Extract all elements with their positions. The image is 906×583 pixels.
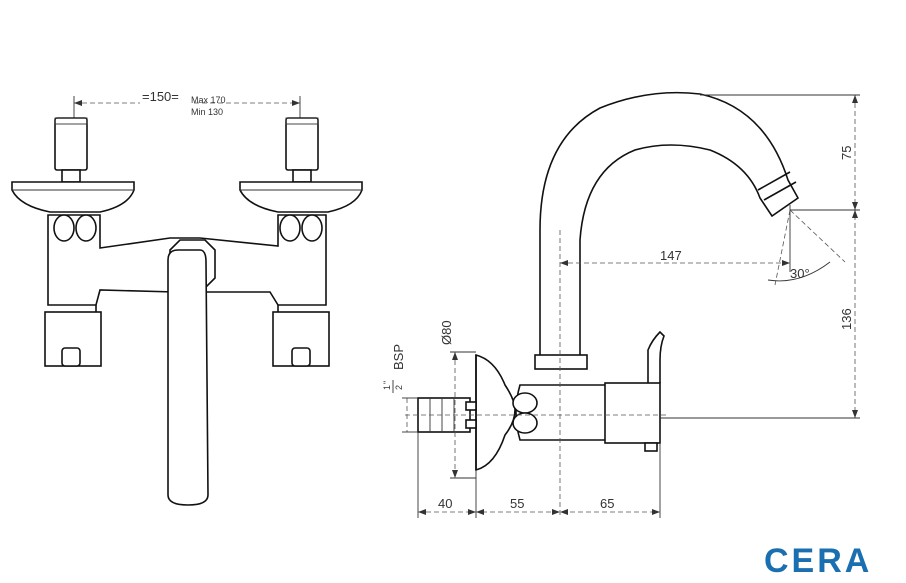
angle-label: 30° xyxy=(790,266,810,281)
dim-136-label: 136 xyxy=(839,308,854,330)
bsp-inch-mark: " xyxy=(382,381,392,384)
bsp-label: BSP xyxy=(391,344,406,370)
bsp-fraction-den: 2 xyxy=(394,385,404,390)
side-view: 75 136 147 30° Ø80 BSP 1 " 2 xyxy=(382,91,860,518)
spacing-arrow-right xyxy=(292,100,300,106)
angle-ray-b xyxy=(789,209,846,263)
left-nut-b xyxy=(75,214,97,242)
right-nut-b xyxy=(301,214,323,242)
front-spout xyxy=(167,249,209,506)
right-handle-cap xyxy=(285,117,319,125)
dim-40-label: 40 xyxy=(438,496,452,511)
right-inlet-tab xyxy=(291,347,311,367)
inlet-ring-a xyxy=(465,401,477,411)
side-nut-b xyxy=(512,412,538,434)
dim-147-label: 147 xyxy=(660,248,682,263)
spout-tip-band-a xyxy=(757,171,791,191)
left-handle-cap xyxy=(54,117,88,125)
dim-55-label: 55 xyxy=(510,496,524,511)
left-inlet-tab xyxy=(61,347,81,367)
brand-logo: CERA xyxy=(764,542,872,580)
angle-ray-a xyxy=(774,209,791,286)
left-nut-a xyxy=(53,214,75,242)
side-nut-a xyxy=(512,392,538,414)
wall-flange xyxy=(475,353,516,472)
spacing-label: =150= xyxy=(142,89,179,104)
side-lever xyxy=(647,330,665,383)
side-handle-block xyxy=(604,382,661,444)
left-handle-stem xyxy=(61,169,81,183)
right-nut-a xyxy=(279,214,301,242)
dim-75-label: 75 xyxy=(839,146,854,160)
right-flange xyxy=(239,181,363,213)
inlet-ring-b xyxy=(465,419,477,429)
side-handle-foot xyxy=(644,442,658,452)
right-handle xyxy=(285,117,319,171)
bsp-fraction-num: 1 xyxy=(382,385,392,390)
front-view: =150= Max 170 Min 130 xyxy=(11,88,363,506)
spout-collar xyxy=(534,354,588,370)
spout-tip-band-b xyxy=(763,181,797,201)
angle-arc xyxy=(767,261,831,282)
spacing-max-label: Max 170 xyxy=(191,95,226,105)
left-flange xyxy=(11,181,135,213)
left-handle xyxy=(54,117,88,171)
spacing-arrow-left xyxy=(74,100,82,106)
right-handle-stem xyxy=(292,169,312,183)
spacing-min-label: Min 130 xyxy=(191,107,223,117)
diameter-label: Ø80 xyxy=(439,320,454,345)
gooseneck-spout xyxy=(539,91,800,360)
dim-65-label: 65 xyxy=(600,496,614,511)
